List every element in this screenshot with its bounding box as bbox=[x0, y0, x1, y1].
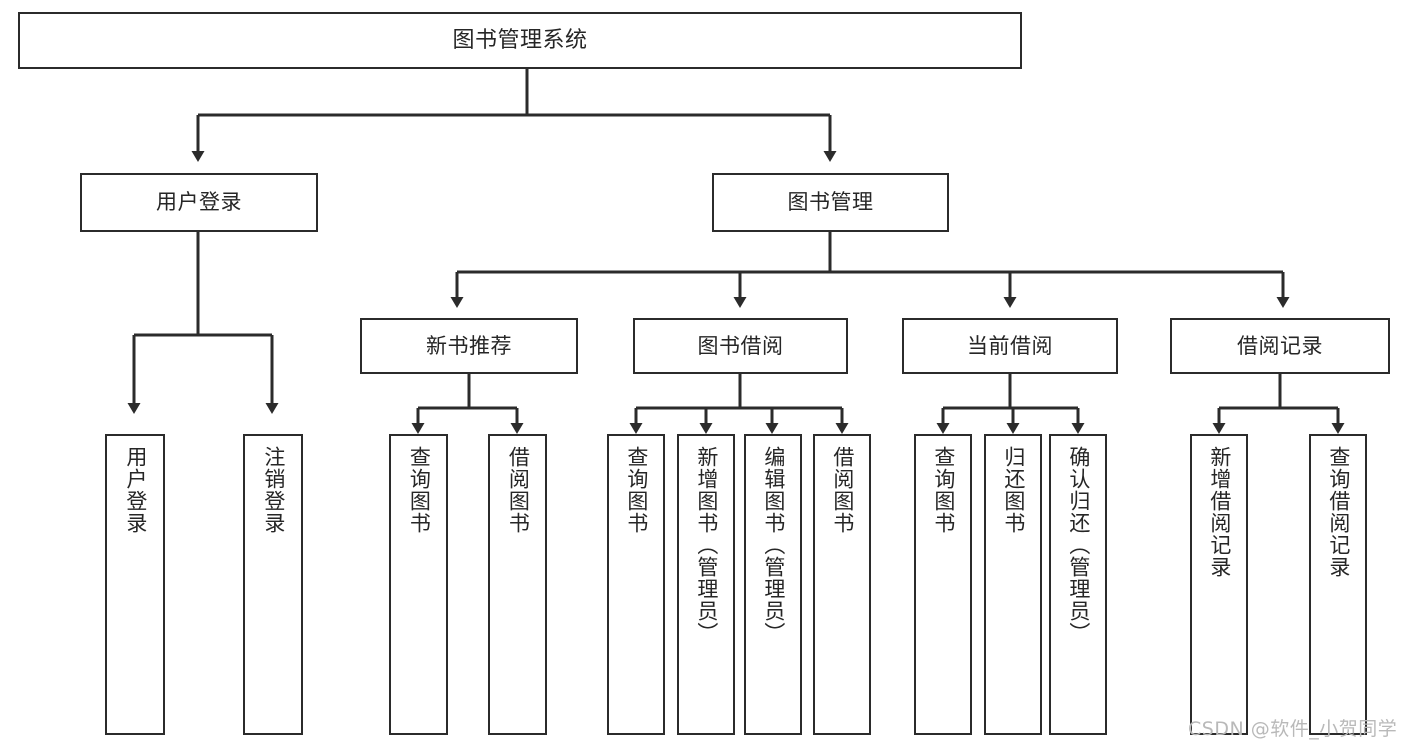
leaf-label: 注销登录 bbox=[261, 446, 286, 534]
node-new-book-recommend[interactable]: 新书推荐 bbox=[360, 318, 578, 374]
leaf-current-return-book[interactable]: 归还图书 bbox=[984, 434, 1042, 735]
leaf-label: 确认归还（管理员） bbox=[1066, 446, 1091, 644]
node-current-borrow-label: 当前借阅 bbox=[967, 333, 1053, 358]
node-book-borrow-label: 图书借阅 bbox=[697, 333, 784, 358]
leaf-record-query-record[interactable]: 查询借阅记录 bbox=[1309, 434, 1367, 735]
leaf-label: 借阅图书 bbox=[506, 446, 531, 534]
node-book-borrow[interactable]: 图书借阅 bbox=[633, 318, 848, 374]
node-user-login[interactable]: 用户登录 bbox=[80, 173, 318, 232]
leaf-label: 归还图书 bbox=[1001, 446, 1026, 534]
node-current-borrow[interactable]: 当前借阅 bbox=[902, 318, 1118, 374]
leaf-user-login-logout[interactable]: 注销登录 bbox=[243, 434, 303, 735]
leaf-user-login-login[interactable]: 用户登录 bbox=[105, 434, 165, 735]
leaf-label: 查询图书 bbox=[931, 446, 956, 534]
leaf-label: 新增图书（管理员） bbox=[694, 446, 719, 644]
leaf-current-confirm-return-admin[interactable]: 确认归还（管理员） bbox=[1049, 434, 1107, 735]
leaf-borrow-edit-book-admin[interactable]: 编辑图书（管理员） bbox=[744, 434, 802, 735]
node-root[interactable]: 图书管理系统 bbox=[18, 12, 1022, 69]
node-borrow-record[interactable]: 借阅记录 bbox=[1170, 318, 1390, 374]
node-book-management[interactable]: 图书管理 bbox=[712, 173, 949, 232]
leaf-label: 新增借阅记录 bbox=[1207, 446, 1232, 578]
node-new-book-recommend-label: 新书推荐 bbox=[426, 333, 512, 358]
node-book-management-label: 图书管理 bbox=[787, 190, 874, 215]
leaf-current-query-book[interactable]: 查询图书 bbox=[914, 434, 972, 735]
leaf-label: 查询借阅记录 bbox=[1326, 446, 1351, 578]
leaf-new-book-borrow-book[interactable]: 借阅图书 bbox=[488, 434, 547, 735]
leaf-new-book-query-book[interactable]: 查询图书 bbox=[389, 434, 448, 735]
leaf-label: 查询图书 bbox=[407, 446, 432, 534]
leaf-record-add-record[interactable]: 新增借阅记录 bbox=[1190, 434, 1248, 735]
node-root-label: 图书管理系统 bbox=[452, 27, 588, 53]
leaf-label: 编辑图书（管理员） bbox=[761, 446, 786, 644]
node-borrow-record-label: 借阅记录 bbox=[1237, 333, 1323, 358]
leaf-label: 用户登录 bbox=[123, 446, 148, 534]
leaf-label: 查询图书 bbox=[624, 446, 649, 534]
leaf-label: 借阅图书 bbox=[830, 446, 855, 534]
leaf-borrow-add-book-admin[interactable]: 新增图书（管理员） bbox=[677, 434, 735, 735]
csdn-watermark: CSDN @软件_小贺同学 bbox=[1188, 718, 1398, 740]
leaf-borrow-borrow-book[interactable]: 借阅图书 bbox=[813, 434, 871, 735]
leaf-borrow-query-book[interactable]: 查询图书 bbox=[607, 434, 665, 735]
node-user-login-label: 用户登录 bbox=[156, 190, 242, 215]
